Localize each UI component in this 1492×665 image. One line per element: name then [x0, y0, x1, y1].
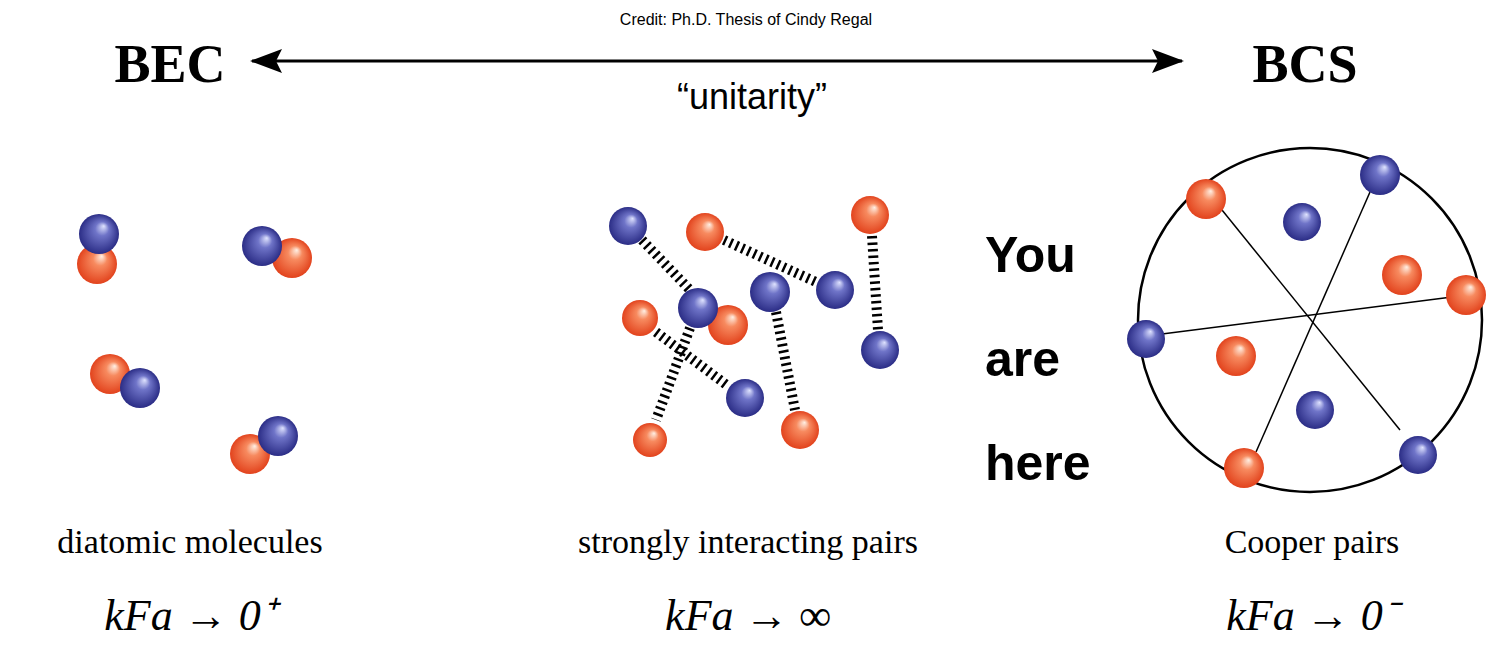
red-atom: [686, 213, 724, 251]
red-atom: [1186, 179, 1226, 219]
pair-bond: [872, 236, 878, 330]
red-atom: [1216, 336, 1256, 376]
pair-bond: [776, 312, 795, 410]
regime-caption: strongly interacting pairs: [578, 522, 918, 561]
regime-label: BCS: [1252, 33, 1357, 95]
red-atom: [1382, 255, 1422, 295]
atoms: [609, 196, 899, 457]
pair-line: [1256, 192, 1370, 452]
blue-atom: [242, 226, 282, 266]
blue-atom: [79, 214, 119, 254]
blue-atom: [678, 288, 718, 328]
blue-atom: [726, 379, 764, 417]
blue-atom: [1360, 155, 1400, 195]
regime-caption: diatomic molecules: [57, 522, 322, 561]
pair-bonds: [642, 236, 878, 420]
red-atom: [781, 411, 819, 449]
credit-note: Credit: Ph.D. Thesis of Cindy Regal: [620, 11, 872, 29]
pair-bond: [642, 240, 690, 290]
double-arrow: [252, 60, 1182, 63]
red-atom: [1224, 448, 1264, 488]
pair-line: [1162, 297, 1452, 334]
limit-formula: kFa → ∞: [665, 590, 831, 641]
fermi-sphere: [1138, 148, 1482, 492]
pair-bond: [656, 328, 690, 420]
pair-lines: [1162, 192, 1452, 452]
blue-atom: [1283, 203, 1321, 241]
you-are-here-note: You are here: [985, 203, 1115, 515]
blue-atom: [258, 416, 298, 456]
regime-label: BEC: [114, 33, 225, 95]
red-atom: [633, 423, 667, 457]
red-atom: [851, 196, 889, 234]
atoms: [1127, 155, 1486, 488]
blue-atom: [1399, 436, 1437, 474]
blue-atom: [861, 331, 899, 369]
blue-atom: [1296, 391, 1334, 429]
limit-formula: kFa → 0⁻: [1226, 590, 1397, 641]
blue-atom: [1127, 320, 1165, 358]
red-atom: [1446, 275, 1486, 315]
arrowhead: [1152, 49, 1184, 73]
molecules: [77, 214, 312, 474]
red-atom: [622, 300, 658, 336]
arrowhead: [250, 49, 282, 73]
unitarity-label: “unitarity”: [677, 76, 827, 117]
blue-atom: [120, 368, 160, 408]
blue-atom: [609, 207, 647, 245]
blue-atom: [816, 271, 854, 309]
regime-caption: Cooper pairs: [1225, 522, 1400, 561]
blue-atom: [750, 272, 790, 312]
pair-line: [1222, 210, 1400, 430]
limit-formula: kFa → 0⁺: [104, 590, 275, 641]
